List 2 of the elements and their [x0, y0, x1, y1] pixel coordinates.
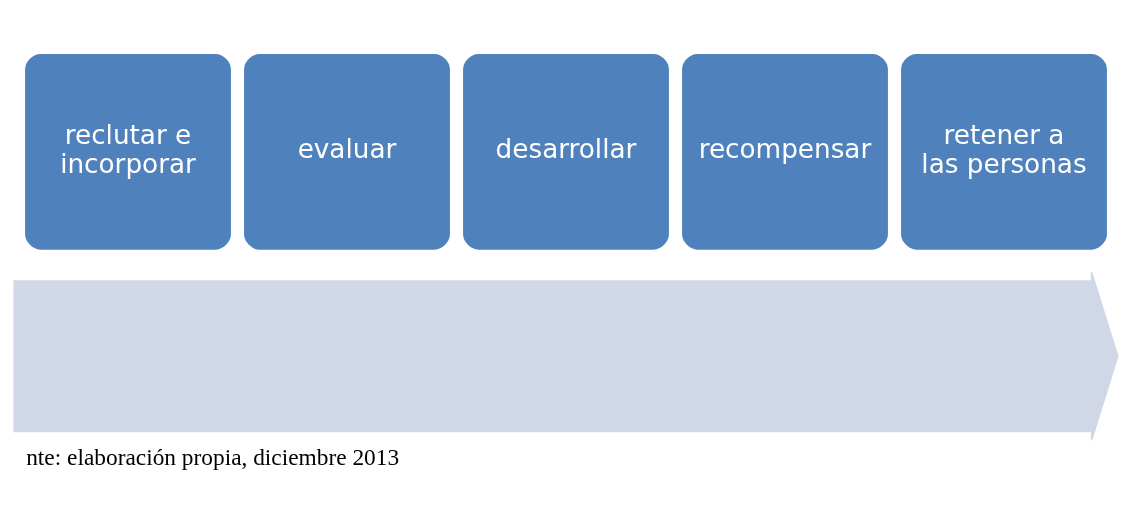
- caption: nte: elaboración propia, diciembre 2013: [26, 443, 400, 470]
- node-arrow: [13, 271, 1119, 441]
